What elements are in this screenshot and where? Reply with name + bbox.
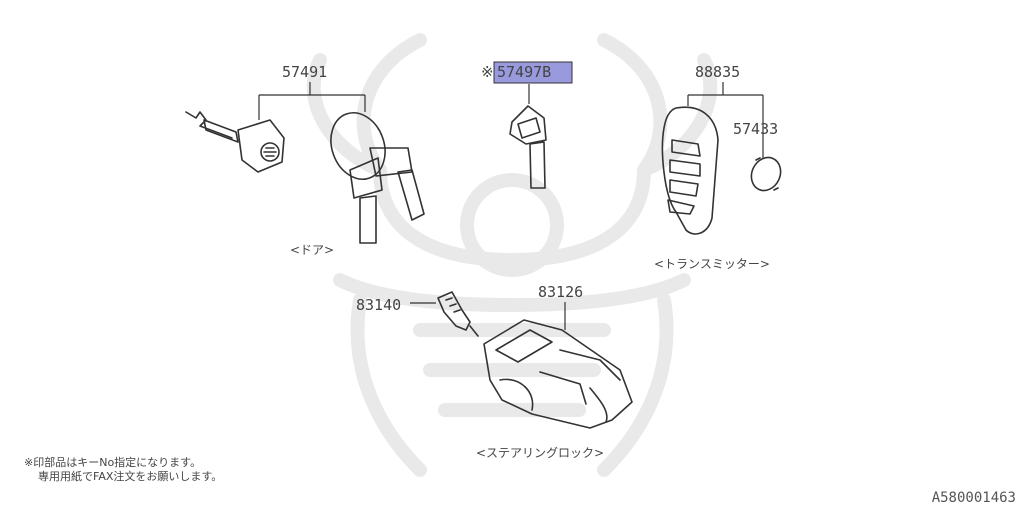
note-line-2: 専用用紙でFAX注文をお願いします。 [38, 470, 223, 483]
coin-battery [750, 156, 782, 192]
part-number-57491: 57491 [282, 63, 327, 81]
caption-transmitter: <トランスミッター> [654, 257, 770, 271]
door-key [330, 112, 425, 244]
steering-lock-housing [483, 319, 633, 429]
document-code: A580001463 [931, 490, 1016, 506]
part-number-57497b: 57497B [497, 63, 551, 81]
caption-door: <ドア> [290, 243, 334, 257]
caption-steering-lock: <ステアリングロック> [476, 446, 604, 460]
leader-88835 [687, 82, 764, 158]
part-number-57433: 57433 [733, 120, 778, 138]
part-number-83140: 83140 [356, 296, 401, 314]
highlight-57497b [493, 61, 573, 84]
key-blank [509, 105, 547, 189]
door-lock-cylinder [185, 111, 285, 173]
steering-lock-cylinder [437, 291, 479, 337]
part-number-88835: 88835 [695, 63, 740, 81]
note-line-1: ※印部品はキーNo指定になります。 [24, 456, 202, 469]
part-number-83126: 83126 [538, 283, 583, 301]
leader-57491 [258, 82, 366, 120]
key-blank-mark: ※ [481, 63, 494, 81]
key-fob-transmitter [661, 106, 719, 235]
watermark-helmet-logo [306, 33, 718, 477]
